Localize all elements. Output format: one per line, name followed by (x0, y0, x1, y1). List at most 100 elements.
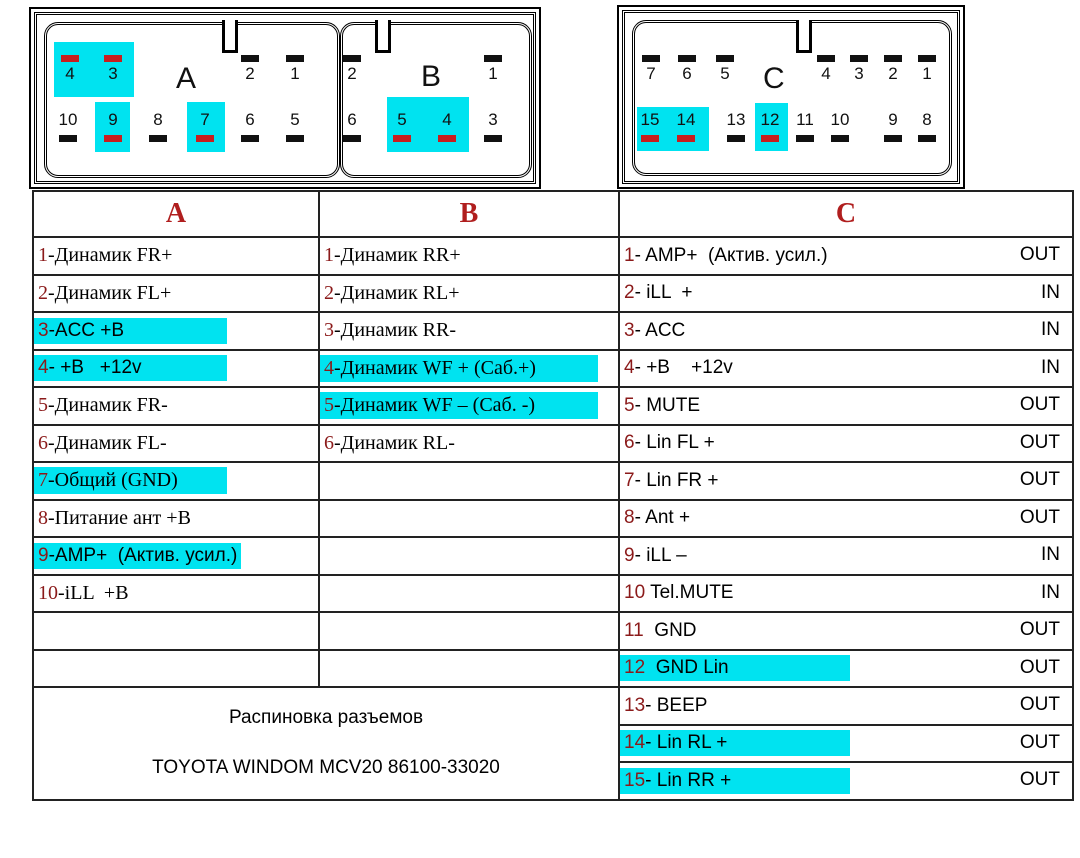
caption-title: Распиновка разъемов (228, 707, 424, 729)
table-row: 7-Общий (GND)7- Lin FR +OUT (32, 461, 1074, 501)
pin-entry: 1-Динамик FR+ (35, 242, 176, 269)
pin-function: AMP+ (Актив. усил.) (645, 244, 828, 266)
pin-number: 7 (200, 110, 210, 129)
pin-function: BEEP (656, 694, 708, 716)
cell-a: 6-Динамик FL- (32, 423, 320, 463)
pin-number: 1 (624, 244, 635, 266)
pin-number: 9 (108, 110, 118, 129)
pin-contact (484, 135, 502, 142)
pin-entry: 5- MUTE (621, 393, 704, 419)
connector-b-letter: B (421, 60, 442, 93)
pin-separator: - (48, 394, 55, 417)
signal-direction: OUT (1019, 394, 1060, 415)
pin-number: 5 (324, 394, 334, 417)
cell-a (32, 648, 320, 688)
pin-entry: 8-Питание ант +B (35, 505, 195, 532)
pin-separator: - (645, 769, 657, 791)
pin-highlight (95, 102, 130, 152)
pin-number: 1 (922, 64, 932, 83)
connector-c-letter: C (763, 62, 785, 95)
pin-entry: 3- ACC (621, 318, 689, 344)
pin-number: 11 (796, 110, 814, 129)
pin-function: ACC (645, 319, 686, 341)
connector-a-letter: A (176, 62, 197, 95)
pin-entry: 11 GND (621, 618, 701, 644)
pin-separator: - (634, 282, 647, 304)
table-row: 5-Динамик FR-5-Динамик WF – (Саб. -) 5- M… (32, 386, 1074, 426)
pin-number: 4 (38, 357, 49, 379)
pin-entry: 1- AMP+ (Актив. усил.) (621, 243, 832, 269)
cell-a: 8-Питание ант +B (32, 498, 320, 538)
pin-separator: - (645, 732, 657, 754)
pin-number: 5 (624, 394, 635, 416)
cell-b (318, 461, 620, 501)
pin-number: 14 (624, 732, 646, 754)
cell-a: 7-Общий (GND) (32, 461, 320, 501)
pin-entry: 7-Общий (GND) (35, 467, 227, 495)
pin-contact (918, 135, 936, 142)
cell-b: 4-Динамик WF + (Саб.+) (318, 348, 620, 388)
signal-direction: OUT (1019, 694, 1060, 715)
table-row: 9-AMP+ (Актив. усил.)9- iLL –IN (32, 536, 1074, 576)
cell-a: 2-Динамик FL+ (32, 273, 320, 313)
pin-number: 12 (760, 110, 780, 129)
pin-contact (831, 135, 849, 142)
pin-separator: - (634, 357, 647, 379)
pin-entry: 4- +B +12v (621, 355, 737, 381)
pin-number: 2 (38, 281, 48, 304)
pin-number: 7 (624, 469, 635, 491)
pin-entry: 13- BEEP (621, 693, 711, 719)
pin-number: 2 (624, 282, 635, 304)
signal-direction: IN (1041, 544, 1060, 565)
pin-number: 4 (624, 357, 635, 379)
signal-direction: IN (1041, 281, 1060, 303)
pin-number: 6 (624, 432, 635, 454)
table-row: 14- Lin RL +OUT (33, 723, 1074, 763)
pin-entry: 6-Динамик RL- (321, 430, 459, 457)
pin-number: 1 (290, 64, 300, 83)
pin-number: 14 (676, 110, 696, 129)
pin-entry: 4- +B +12v (35, 355, 227, 382)
pin-number: 6 (347, 110, 357, 129)
pin-contact (241, 55, 259, 62)
pin-function: Lin RR + (656, 769, 732, 791)
pinout-table: A B C 1-Динамик FR+1-Динамик RR+1- AMP+ … (32, 190, 1074, 801)
pin-contact (241, 135, 259, 142)
pin-number: 1 (488, 64, 498, 83)
signal-direction: IN (1041, 319, 1060, 340)
pin-separator: - (48, 319, 55, 341)
pin-function: Динамик RL+ (340, 281, 460, 304)
cell-a: 3-ACC +B (32, 311, 320, 351)
pin-entry: 6- Lin FL + (621, 430, 719, 456)
pin-highlight (187, 102, 225, 152)
pin-contact (817, 55, 835, 62)
pin-entry: 5-Динамик WF – (Саб. -) (321, 392, 598, 420)
pin-number: 10 (58, 110, 78, 129)
cell-b: 2-Динамик RL+ (318, 273, 620, 313)
pin-separator: - (334, 431, 341, 454)
pin-number: 10 (830, 110, 850, 129)
cell-c: 14- Lin RL +OUT (618, 723, 1074, 763)
cell-a: 5-Динамик FR- (32, 386, 320, 426)
pin-contact (884, 55, 902, 62)
signal-direction: OUT (1019, 506, 1060, 528)
pin-contact (918, 55, 936, 62)
pin-number: 4 (324, 356, 334, 379)
pin-contact (104, 135, 122, 142)
pin-highlight (54, 42, 134, 97)
pin-entry: 2-Динамик RL+ (321, 280, 464, 307)
pin-number: 8 (922, 110, 932, 129)
pin-contact (884, 135, 902, 142)
pin-contact (677, 135, 695, 142)
pin-number: 7 (646, 64, 656, 83)
pin-number: 6 (682, 64, 692, 83)
pin-number: 4 (442, 110, 452, 129)
